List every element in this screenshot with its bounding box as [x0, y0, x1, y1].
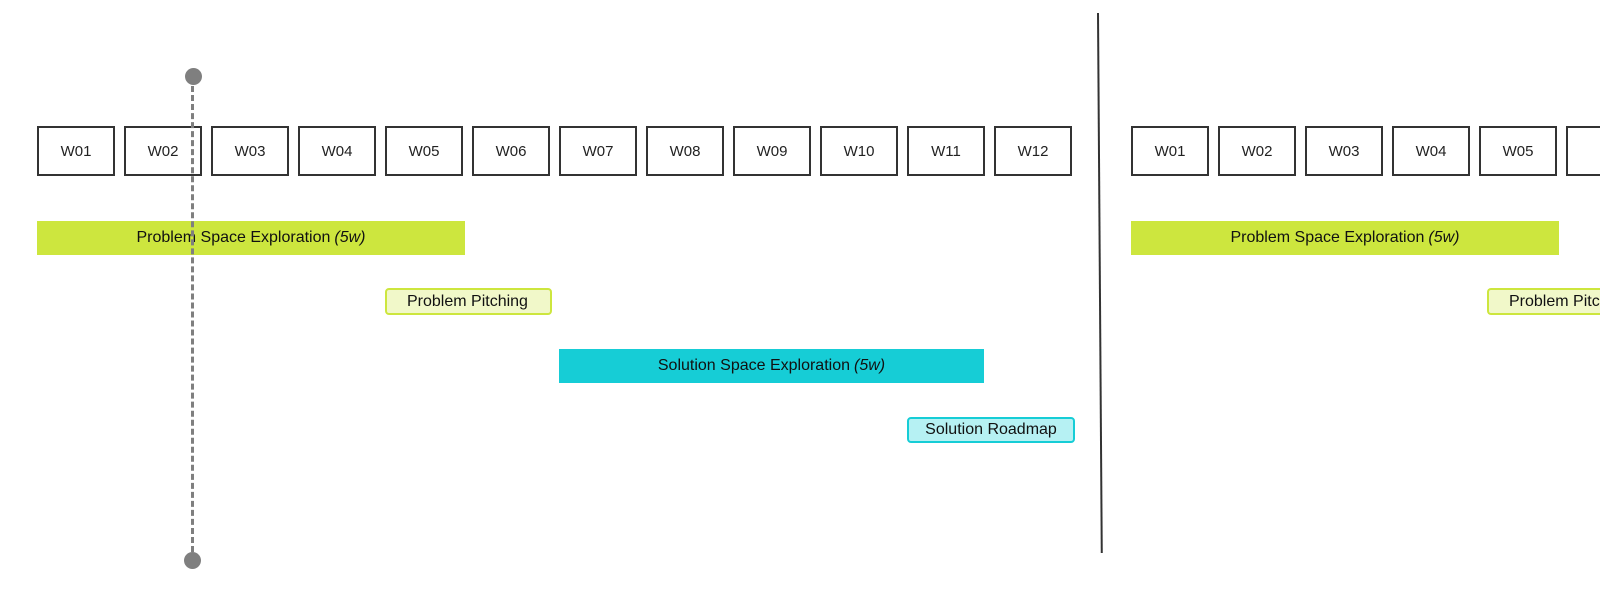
week-cell: W02 [124, 126, 202, 176]
phase-duration: (5w) [854, 357, 886, 374]
week-cell: W09 [733, 126, 811, 176]
timeline-divider [1097, 12, 1103, 553]
phase-duration: (5w) [334, 229, 366, 246]
milestone-label: Solution Roadmap [925, 421, 1057, 438]
week-cell: W12 [994, 126, 1072, 176]
week-cell: W06 [472, 126, 550, 176]
week-cell: W01 [1131, 126, 1209, 176]
marker-handle-bottom[interactable] [184, 552, 201, 569]
problem-space-exploration-bar[interactable]: Problem Space Exploration (5w) [37, 221, 465, 255]
week-cell: W04 [298, 126, 376, 176]
week-cell: W05 [385, 126, 463, 176]
milestone-label: Problem Pitching [1509, 292, 1600, 310]
solution-space-exploration-bar[interactable]: Solution Space Exploration (5w) [559, 349, 984, 383]
current-week-marker-line[interactable] [191, 77, 194, 561]
problem-space-exploration-bar[interactable]: Problem Space Exploration (5w) [1131, 221, 1559, 255]
week-cell: W08 [646, 126, 724, 176]
phase-label: Problem Space Exploration [136, 229, 331, 246]
marker-handle-top[interactable] [185, 68, 202, 85]
phase-duration: (5w) [1428, 229, 1460, 246]
week-cell: W07 [559, 126, 637, 176]
week-cell: W03 [211, 126, 289, 176]
week-cell: W05 [1479, 126, 1557, 176]
milestone-label: Problem Pitching [407, 292, 528, 310]
week-cell-clipped [1566, 126, 1600, 176]
week-cell: W03 [1305, 126, 1383, 176]
week-cell: W02 [1218, 126, 1296, 176]
phase-label: Solution Space Exploration [657, 357, 850, 374]
phase-label: Problem Space Exploration [1230, 229, 1425, 246]
problem-pitching-milestone[interactable]: Problem Pitching [385, 288, 552, 315]
week-cell: W01 [37, 126, 115, 176]
week-cell: W11 [907, 126, 985, 176]
solution-roadmap-milestone[interactable]: Solution Roadmap [907, 417, 1075, 443]
week-cell: W04 [1392, 126, 1470, 176]
week-cell: W10 [820, 126, 898, 176]
problem-pitching-milestone[interactable]: Problem Pitching [1487, 288, 1600, 315]
